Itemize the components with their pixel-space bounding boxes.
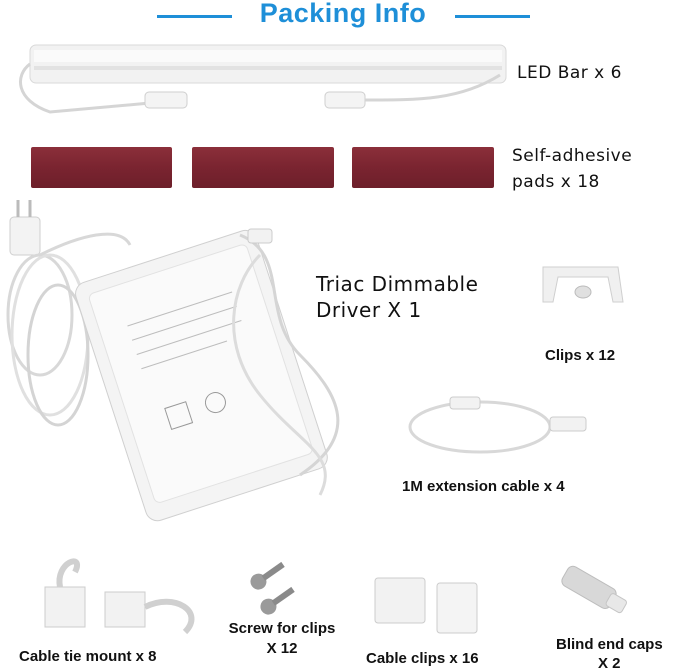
cable-clips-label: Cable clips x 16 bbox=[366, 650, 479, 667]
screws-image bbox=[250, 561, 295, 615]
extension-label: 1M extension cable x 4 bbox=[402, 478, 565, 495]
screw-label-line1: Screw for clips bbox=[228, 620, 336, 637]
end-caps-label-line1: Blind end caps bbox=[556, 636, 663, 653]
clip-image bbox=[542, 266, 624, 303]
pads-label-line1: Self-adhesive bbox=[512, 146, 633, 166]
led-bar-label: LED Bar x 6 bbox=[517, 63, 622, 83]
driver-label-line2: Driver X 1 bbox=[316, 298, 422, 322]
cable-tie-mount-image bbox=[44, 558, 195, 635]
header-line-right bbox=[455, 15, 530, 18]
adhesive-pad bbox=[192, 147, 334, 188]
header-line-left bbox=[157, 15, 232, 18]
clips-label: Clips x 12 bbox=[545, 347, 616, 364]
page-title: Packing Info bbox=[259, 0, 427, 28]
pads-label-line2: pads x 18 bbox=[512, 172, 600, 192]
cable-clips-image bbox=[374, 577, 478, 634]
tie-mount-label: Cable tie mount x 8 bbox=[19, 648, 157, 665]
end-cap-image bbox=[561, 565, 627, 614]
extension-cable-image bbox=[408, 396, 587, 454]
led-bar-image bbox=[19, 44, 507, 114]
driver-label-line1: Triac Dimmable bbox=[316, 272, 479, 296]
adhesive-pad bbox=[352, 147, 494, 188]
screw-label-line2: X 12 bbox=[266, 640, 298, 657]
end-caps-label-line2: X 2 bbox=[598, 655, 621, 672]
driver-image bbox=[6, 200, 340, 522]
adhesive-pad bbox=[31, 147, 172, 188]
